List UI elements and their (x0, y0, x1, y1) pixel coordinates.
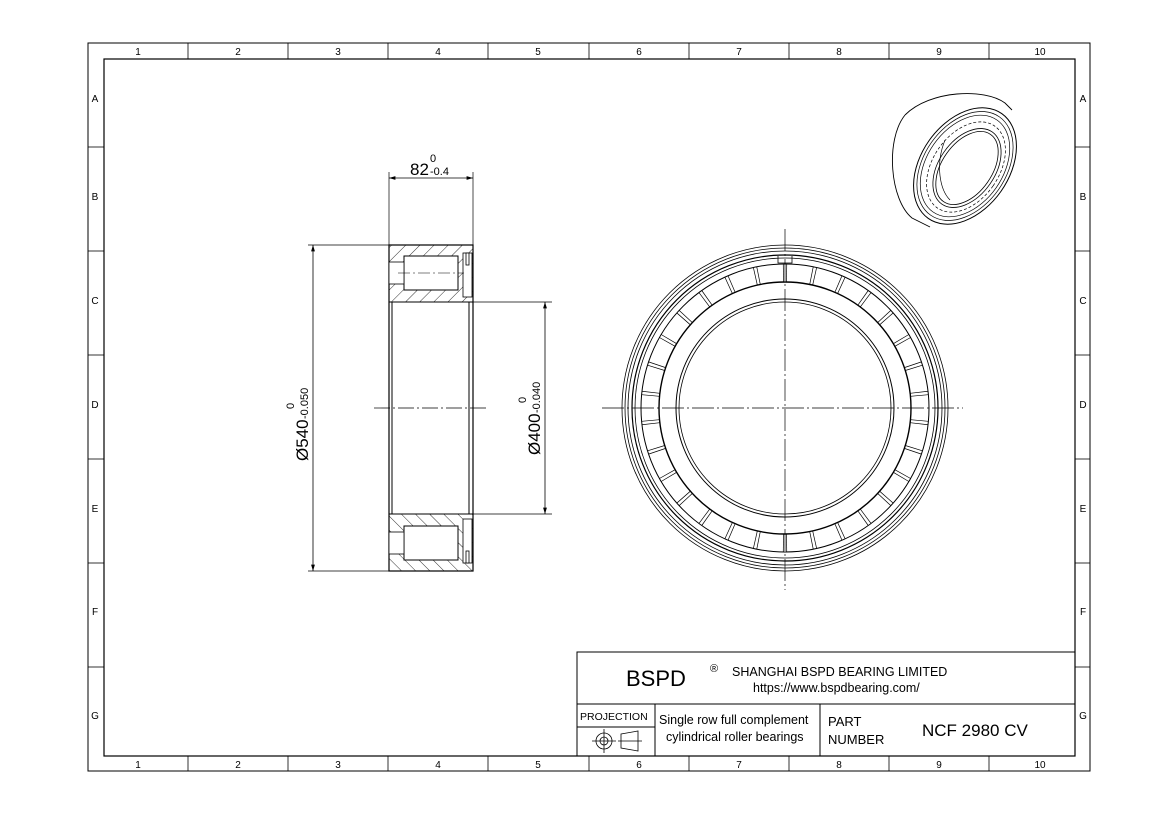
svg-text:6: 6 (636, 760, 642, 771)
svg-text:PROJECTION: PROJECTION (580, 711, 648, 723)
svg-text:C: C (1079, 296, 1086, 307)
svg-text:4: 4 (435, 760, 441, 771)
zone-labels: 1 2 3 4 5 6 7 8 9 10 1 2 3 4 5 6 7 8 9 1… (91, 47, 1087, 771)
dimension-outer-diameter: Ø540 0 -0.050 (285, 388, 312, 461)
svg-text:82: 82 (410, 160, 429, 179)
svg-text:5: 5 (535, 47, 541, 58)
svg-text:A: A (1080, 94, 1087, 105)
svg-text:G: G (91, 711, 99, 722)
svg-text:E: E (1080, 504, 1087, 515)
svg-text:F: F (92, 607, 98, 618)
isometric-view (892, 93, 1017, 228)
svg-text:2: 2 (235, 760, 241, 771)
svg-text:6: 6 (636, 47, 642, 58)
svg-text:0: 0 (285, 403, 297, 409)
svg-text:0: 0 (430, 153, 436, 165)
svg-text:F: F (1080, 607, 1086, 618)
svg-text:-0.040: -0.040 (531, 382, 543, 413)
title-block-text: BSPD ® SHANGHAI BSPD BEARING LIMITED htt… (580, 663, 1028, 747)
svg-text:G: G (1079, 711, 1087, 722)
svg-text:A: A (92, 94, 99, 105)
svg-text:cylindrical roller bearings: cylindrical roller bearings (666, 730, 804, 744)
svg-text:Ø400: Ø400 (525, 413, 544, 455)
svg-text:D: D (91, 400, 98, 411)
roller-separators (641, 264, 929, 552)
svg-text:E: E (92, 504, 99, 515)
dimension-width: 82 0 -0.4 (410, 153, 449, 179)
svg-text:0: 0 (517, 397, 529, 403)
svg-text:D: D (1079, 400, 1086, 411)
svg-text:2: 2 (235, 47, 241, 58)
svg-text:NUMBER: NUMBER (828, 732, 884, 747)
svg-text:5: 5 (535, 760, 541, 771)
drawing-frame (87, 42, 1091, 772)
svg-text:3: 3 (335, 760, 341, 771)
svg-text:10: 10 (1034, 47, 1046, 58)
svg-text:9: 9 (936, 47, 942, 58)
svg-text:1: 1 (135, 47, 141, 58)
svg-text:Single row full complement: Single row full complement (659, 713, 809, 727)
svg-text:10: 10 (1034, 760, 1046, 771)
front-view (602, 229, 963, 590)
svg-text:7: 7 (736, 760, 742, 771)
svg-text:-0.4: -0.4 (430, 166, 449, 178)
company-website: https://www.bspdbearing.com/ (753, 681, 920, 695)
svg-text:9: 9 (936, 760, 942, 771)
projection-symbol-icon (592, 729, 642, 753)
part-number: NCF 2980 CV (922, 721, 1028, 740)
svg-text:Ø540: Ø540 (293, 419, 312, 461)
svg-text:C: C (91, 296, 98, 307)
svg-text:3: 3 (335, 47, 341, 58)
brand-logo: BSPD (626, 666, 686, 691)
svg-text:B: B (1080, 192, 1087, 203)
title-block (576, 651, 1076, 757)
svg-text:8: 8 (836, 47, 842, 58)
svg-text:7: 7 (736, 47, 742, 58)
svg-text:1: 1 (135, 760, 141, 771)
svg-text:PART: PART (828, 714, 862, 729)
svg-text:4: 4 (435, 47, 441, 58)
svg-text:®: ® (710, 663, 718, 675)
dimension-inner-diameter: Ø400 0 -0.040 (517, 382, 544, 455)
svg-text:8: 8 (836, 760, 842, 771)
section-view (308, 172, 552, 572)
svg-text:-0.050: -0.050 (299, 388, 311, 419)
svg-text:B: B (92, 192, 99, 203)
company-name: SHANGHAI BSPD BEARING LIMITED (732, 665, 947, 679)
